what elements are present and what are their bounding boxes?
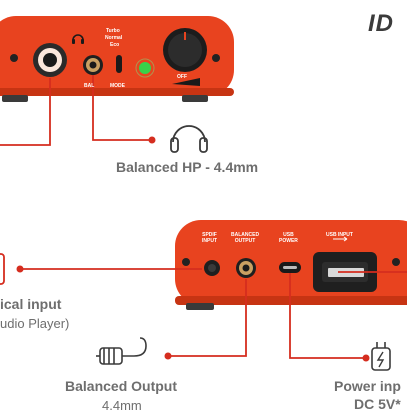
callout-dots bbox=[16, 136, 370, 362]
balanced-output-label: BALANCED OUTPUT bbox=[231, 232, 260, 244]
screw-icon bbox=[10, 54, 18, 62]
power-plug-icon bbox=[371, 342, 391, 371]
power-input-subtitle: DC 5V* bbox=[354, 396, 401, 412]
screw-icon bbox=[392, 258, 400, 266]
callout-lines bbox=[0, 75, 407, 359]
gain-mode-turbo: Turbo bbox=[106, 28, 120, 34]
mode-label: MODE bbox=[110, 83, 125, 89]
gain-mode-eco: Eco bbox=[110, 42, 120, 48]
brand-logo: ID bbox=[368, 10, 394, 37]
usb-input-label: USB INPUT bbox=[326, 232, 353, 238]
screw-icon bbox=[212, 54, 220, 62]
front-panel-device bbox=[0, 16, 234, 102]
power-input-title: Power inp bbox=[334, 378, 401, 394]
off-label: OFF bbox=[177, 74, 187, 80]
headphones-small-icon bbox=[72, 34, 84, 41]
spdif-input-label: SPDIF INPUT bbox=[202, 232, 217, 244]
mode-switch bbox=[116, 55, 122, 73]
optical-input-subtitle: udio Player) bbox=[0, 316, 70, 331]
balanced-hp-title: Balanced HP - 4.4mm bbox=[116, 159, 259, 175]
bal-label: BAL bbox=[84, 83, 95, 89]
optical-device-edge bbox=[0, 253, 5, 285]
optical-input-title: ical input bbox=[0, 296, 62, 312]
cable-icon bbox=[96, 337, 147, 365]
status-led bbox=[139, 62, 151, 74]
balanced-output-title: Balanced Output bbox=[65, 378, 178, 394]
screw-icon bbox=[182, 258, 190, 266]
usb-power-label: USB POWER bbox=[279, 232, 298, 244]
headphones-icon bbox=[170, 125, 208, 153]
balanced-output-subtitle: 4.4mm bbox=[102, 398, 142, 413]
gain-mode-normal: Normal bbox=[105, 35, 123, 41]
rear-panel-device bbox=[175, 220, 407, 310]
